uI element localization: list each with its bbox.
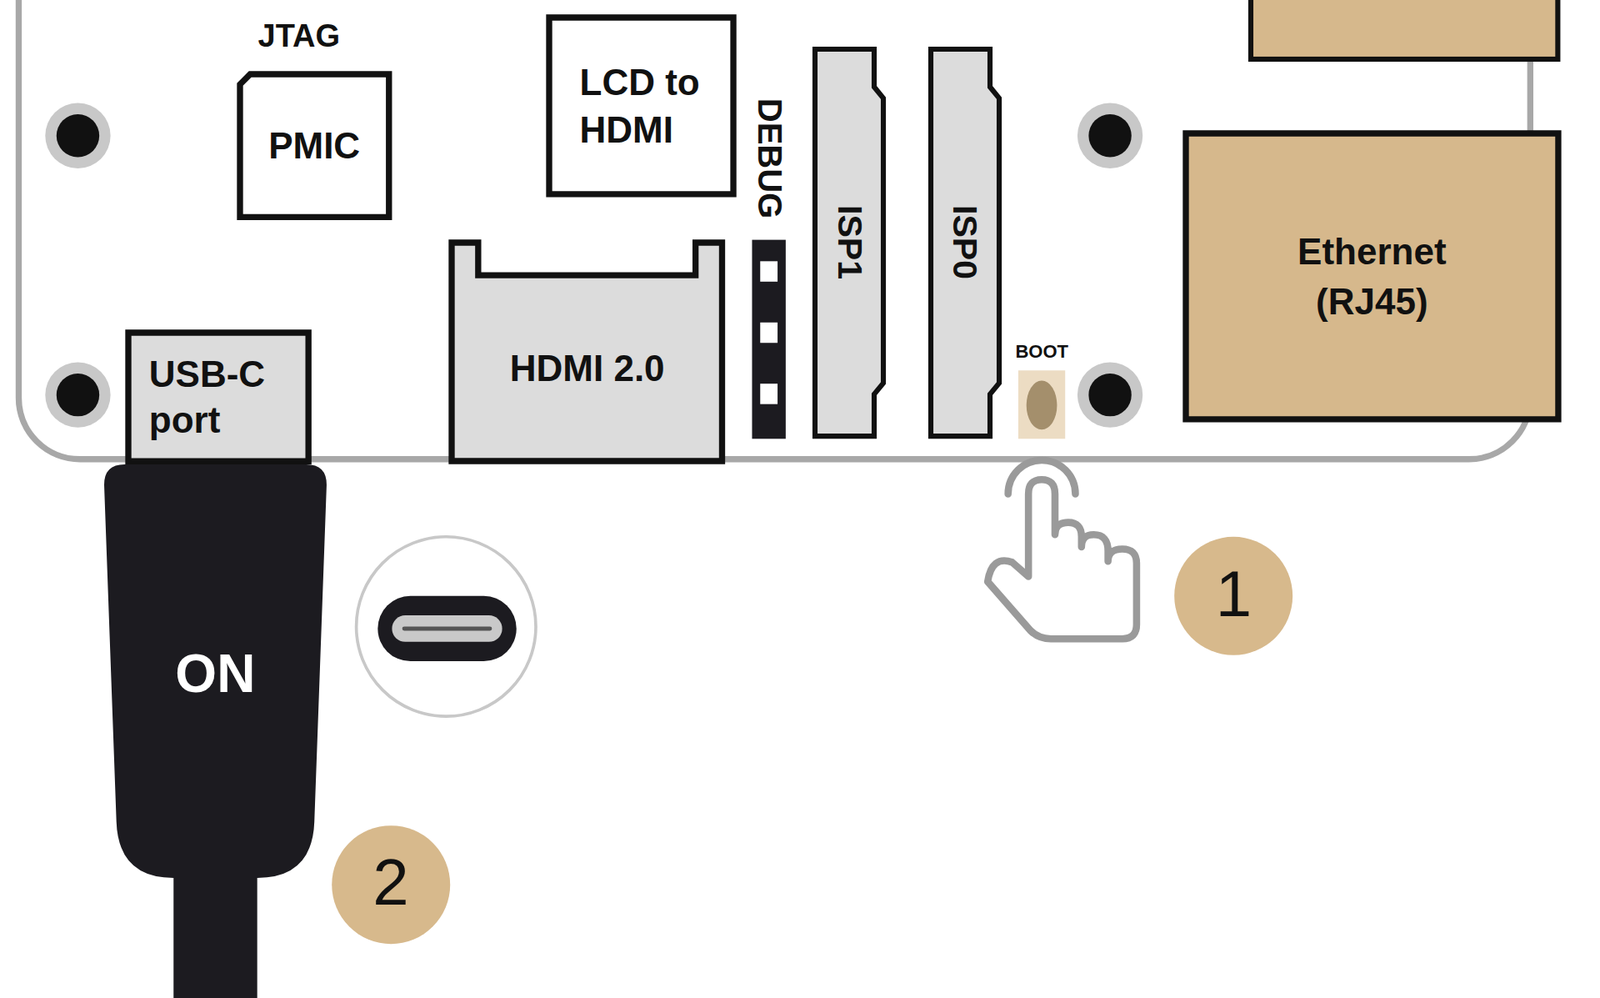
callout-circle xyxy=(1174,536,1293,655)
usb-c-icon-plug xyxy=(377,595,516,661)
top-connector xyxy=(1250,0,1558,60)
node-shape xyxy=(549,17,734,195)
node-shape xyxy=(128,332,309,461)
boot-button-cap xyxy=(1026,380,1058,430)
callout-circle xyxy=(331,825,450,944)
callout-number: 2 xyxy=(372,846,409,919)
node-shape xyxy=(815,49,884,436)
node-outline xyxy=(104,464,327,998)
node-shape xyxy=(104,464,327,998)
node-text: ISP1 xyxy=(830,205,869,280)
ethernet-port: Ethernet (RJ45) xyxy=(1185,133,1559,420)
mounting-hole xyxy=(1088,373,1131,416)
usb-c-icon-tongue xyxy=(404,625,490,630)
node-text: Ethernet (RJ45) xyxy=(1271,226,1472,326)
mounting-hole-ring xyxy=(1077,103,1143,169)
button-label: BOOT xyxy=(1015,341,1069,362)
node-text: HDMI 2.0 xyxy=(510,348,665,389)
pointing-hand xyxy=(987,479,1137,639)
debug-header xyxy=(751,240,785,440)
node-shape xyxy=(451,242,722,461)
debug-pin xyxy=(760,260,778,281)
camera-connector: ISP1 xyxy=(815,49,884,436)
node-shape xyxy=(240,74,390,217)
usb-c-icon-slot xyxy=(391,615,502,642)
node-outline xyxy=(1185,133,1559,420)
header-label: DEBUG xyxy=(751,98,789,219)
mounting-hole xyxy=(1088,114,1131,157)
usb-c-cable: ON xyxy=(104,464,327,998)
node-text: ON xyxy=(175,644,255,703)
mounting-hole-ring xyxy=(45,361,110,427)
boot-button xyxy=(1018,370,1065,439)
node-shape xyxy=(930,49,1000,436)
node-outline xyxy=(549,17,734,195)
node-shape xyxy=(1185,133,1559,420)
debug-pin xyxy=(760,383,778,404)
bridge-chip: LCD to HDMI xyxy=(549,17,734,195)
mounting-hole-ring xyxy=(1077,361,1143,427)
node-text: PMIC xyxy=(268,125,360,166)
connector-label: JTAG xyxy=(258,19,341,55)
mounting-hole xyxy=(56,114,100,157)
mounting-hole xyxy=(56,373,100,416)
node-text: USB-C port xyxy=(149,350,310,443)
node-text: ISP0 xyxy=(945,205,984,280)
node-outline xyxy=(128,332,309,461)
mounting-hole-ring xyxy=(45,103,110,169)
camera-connector: ISP0 xyxy=(930,49,1000,436)
node-text: LCD to HDMI xyxy=(580,58,734,154)
pmic-chip: PMIC xyxy=(240,74,390,217)
usb-c-port: USB-C port xyxy=(128,332,309,461)
hdmi-port: HDMI 2.0 xyxy=(451,242,722,461)
usb-c-icon-circle xyxy=(356,536,536,716)
callout-number: 1 xyxy=(1215,558,1252,630)
debug-pin xyxy=(760,322,778,343)
